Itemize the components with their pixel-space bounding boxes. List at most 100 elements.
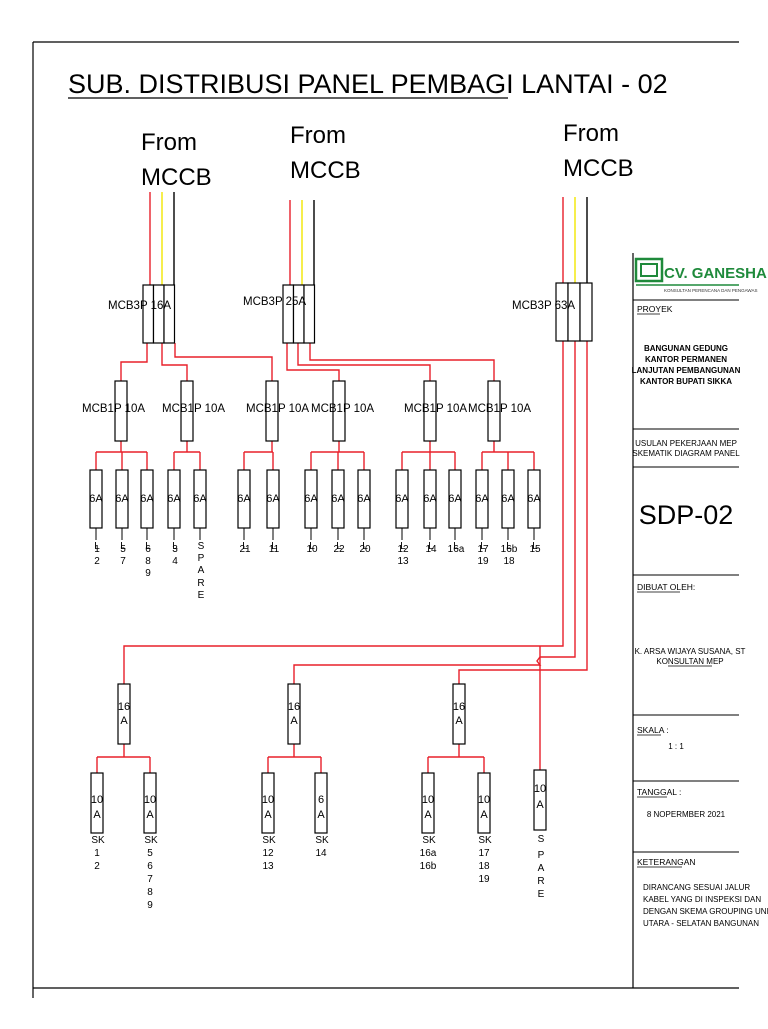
lighting-mcb-rating: 6A — [331, 493, 345, 505]
socket-group-rating: 16 — [118, 701, 130, 713]
lighting-mcb — [395, 469, 409, 529]
load-id: 8 — [147, 887, 153, 898]
circuit-label: S — [198, 541, 205, 552]
load-id: 17 — [477, 544, 489, 555]
lighting-mcb-rating: 6A — [115, 493, 129, 505]
lighting-mcb-rating: 6A — [395, 493, 409, 505]
lighting-mcb-rating: 6A — [357, 493, 371, 505]
socket-label: SK — [262, 835, 276, 846]
load-id: 14 — [315, 848, 327, 859]
lighting-mcb — [527, 469, 541, 529]
wiring — [95, 192, 588, 773]
load-id: 2 — [94, 861, 100, 872]
load-id: 9 — [147, 900, 153, 911]
socket-mcb — [477, 772, 491, 834]
load-id: 11 — [269, 544, 280, 555]
socket-rating: A — [480, 809, 488, 821]
socket-rating: A — [317, 809, 325, 821]
proyek-line: KANTOR BUPATI SIKKA — [640, 377, 732, 386]
branch-wire — [297, 343, 431, 381]
lighting-mcb-rating: 6A — [266, 493, 280, 505]
lighting-mcb-rating: 6A — [237, 493, 251, 505]
load-id: R — [197, 578, 204, 589]
load-id: 3 — [172, 544, 178, 555]
socket-rating: 10 — [262, 794, 274, 806]
load-id: 17 — [478, 848, 490, 859]
socket-group-mcb — [287, 683, 301, 745]
circuit-label: L — [428, 541, 434, 552]
lighting-mcb-rating: 6A — [193, 493, 207, 505]
socket-label: SK — [478, 835, 492, 846]
keterangan-line: KABEL YANG DI INSPEKSI DAN — [643, 895, 761, 904]
lighting-mcb-rating: 6A — [89, 493, 103, 505]
lighting-mcb — [237, 469, 251, 529]
branch-mcb — [265, 380, 279, 442]
circuit-label: L — [172, 541, 178, 552]
branch-wire — [161, 343, 188, 381]
socket-rating: A — [264, 809, 272, 821]
socket-mcb — [314, 772, 328, 834]
lighting-mcb-rating: 6A — [140, 493, 154, 505]
main-breaker-label: MCB3P 16A — [108, 300, 171, 312]
socket-rating: 6 — [318, 794, 324, 806]
load-id: 7 — [147, 874, 153, 885]
circuit-label: L — [271, 541, 277, 552]
branch-mcb-label: MCB1P 10A — [311, 403, 374, 415]
load-id: 6 — [147, 861, 153, 872]
circuit-label: L — [453, 541, 459, 552]
lighting-mcb — [167, 469, 181, 529]
lighting-mcb — [357, 469, 371, 529]
socket-rating: A — [424, 809, 432, 821]
circuit-label: L — [506, 541, 512, 552]
keterangan-label: KETERANGAN — [637, 857, 696, 867]
drawing-number: SDP-02 — [639, 500, 734, 530]
main-breaker-pole — [142, 284, 155, 344]
circuit-label: L — [242, 541, 248, 552]
socket-group-mcb — [452, 683, 466, 745]
proyek-line: BANGUNAN GEDUNG — [644, 344, 728, 353]
socket-mcb — [261, 772, 275, 834]
load-id: 13 — [397, 556, 409, 567]
load-id: 16b — [501, 544, 518, 555]
socket-group-rating: 16 — [288, 701, 300, 713]
company-name: CV. GANESHA TEKN — [664, 265, 768, 282]
lighting-mcb-rating: 6A — [501, 493, 515, 505]
load-id: 21 — [239, 544, 251, 555]
load-id: 20 — [359, 544, 371, 555]
socket-rating: 10 — [478, 794, 490, 806]
proyek-line: LANJUTAN PEMBANGUNAN — [632, 366, 741, 375]
load-id: 13 — [262, 861, 274, 872]
branch-mcb — [487, 380, 501, 442]
circuit-label: L — [309, 541, 315, 552]
load-id: 12 — [262, 848, 274, 859]
load-id: 1 — [94, 544, 100, 555]
lighting-mcb — [448, 469, 462, 529]
load-id: 2 — [94, 556, 100, 567]
main-breaker-pole — [303, 284, 316, 344]
main-breaker-pole — [152, 284, 165, 344]
load-id: 1 — [94, 848, 100, 859]
socket-group-rating: 16 — [453, 701, 465, 713]
main-breaker-label: MCB3P 63A — [512, 300, 575, 312]
usulan-line: USULAN PEKERJAAN MEP — [635, 439, 737, 448]
lighting-mcb-rating: 6A — [527, 493, 541, 505]
from-label: From — [290, 122, 346, 149]
load-id: 4 — [172, 556, 178, 567]
socket-group-mcb — [117, 683, 131, 745]
company-logo: CV. GANESHA TEKN KONSULTAN PERENCANA DAN… — [634, 257, 768, 293]
lighting-mcb-rating: 6A — [475, 493, 489, 505]
lighting-mcb — [115, 469, 129, 529]
socket-label: SK — [315, 835, 329, 846]
socket-group-rating: A — [455, 715, 463, 727]
socket-label: SK — [422, 835, 436, 846]
load-id: E — [538, 889, 545, 900]
designer-role: KONSULTAN MEP — [656, 657, 723, 666]
socket-label: SK — [144, 835, 158, 846]
main-breaker-pole — [292, 284, 305, 344]
branch-mcb-label: MCB1P 10A — [162, 403, 225, 415]
circuit-label: L — [145, 541, 151, 552]
from-label: From — [563, 120, 619, 147]
load-id: 19 — [477, 556, 489, 567]
